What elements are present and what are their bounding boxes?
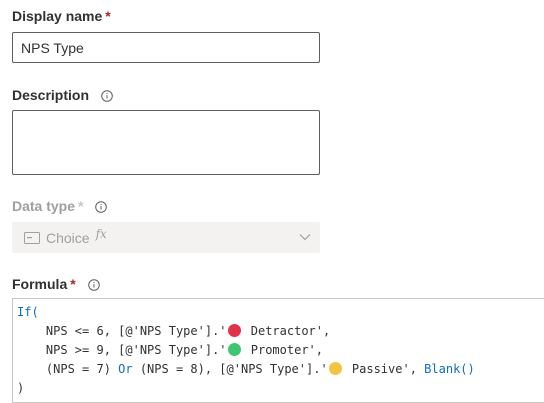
description-label-text: Description	[12, 87, 90, 103]
green-circle-emoji-icon	[227, 343, 241, 356]
formula-text: NPS <= 6, [@'NPS Type'].'	[17, 324, 227, 338]
required-mark: *	[105, 8, 111, 24]
red-circle-emoji-icon	[227, 324, 241, 337]
choice-field-icon	[24, 231, 40, 244]
formula-keyword: If(	[17, 305, 39, 319]
formula-text: )	[17, 381, 25, 395]
formula-label: Formula*	[12, 276, 100, 294]
description-label: Description	[12, 87, 113, 105]
data-type-selected-value: Choice	[46, 229, 90, 246]
formula-line: (NPS = 7) Or (NPS = 8), [@'NPS Type'].' …	[17, 360, 544, 379]
formula-line: NPS >= 9, [@'NPS Type'].' Promoter',	[17, 341, 544, 360]
formula-line: )	[17, 379, 544, 398]
required-mark: *	[70, 276, 76, 292]
data-type-label-text: Data type	[12, 198, 76, 214]
display-name-input[interactable]	[12, 32, 320, 63]
formula-text: Passive',	[344, 362, 425, 376]
info-icon[interactable]	[101, 89, 113, 105]
display-name-label-text: Display name	[12, 8, 103, 24]
formula-text: Promoter',	[243, 343, 323, 357]
formula-text: Detractor',	[243, 324, 331, 338]
yellow-circle-emoji-icon	[328, 362, 342, 375]
chevron-down-icon	[298, 230, 312, 247]
required-mark: *	[78, 198, 84, 214]
formula-text: (NPS = 7)	[17, 362, 119, 376]
description-textarea[interactable]	[12, 110, 320, 175]
formula-line: If(	[17, 303, 544, 322]
formula-label-text: Formula	[12, 276, 68, 292]
data-type-label: Data type*	[12, 198, 108, 216]
formula-line: NPS <= 6, [@'NPS Type'].' Detractor',	[17, 322, 544, 341]
fx-icon: fx	[95, 226, 107, 241]
formula-editor[interactable]: If( NPS <= 6, [@'NPS Type'].' Detractor'…	[12, 298, 544, 403]
formula-keyword: Blank()	[424, 362, 475, 376]
formula-keyword: Or	[118, 362, 133, 376]
display-name-label: Display name*	[12, 8, 111, 24]
data-type-dropdown[interactable]: Choice fx	[12, 222, 320, 253]
formula-text: NPS >= 9, [@'NPS Type'].'	[17, 343, 227, 357]
info-icon[interactable]	[95, 200, 108, 216]
formula-text: (NPS = 8), [@'NPS Type'].'	[132, 362, 328, 376]
info-icon[interactable]	[87, 278, 100, 294]
